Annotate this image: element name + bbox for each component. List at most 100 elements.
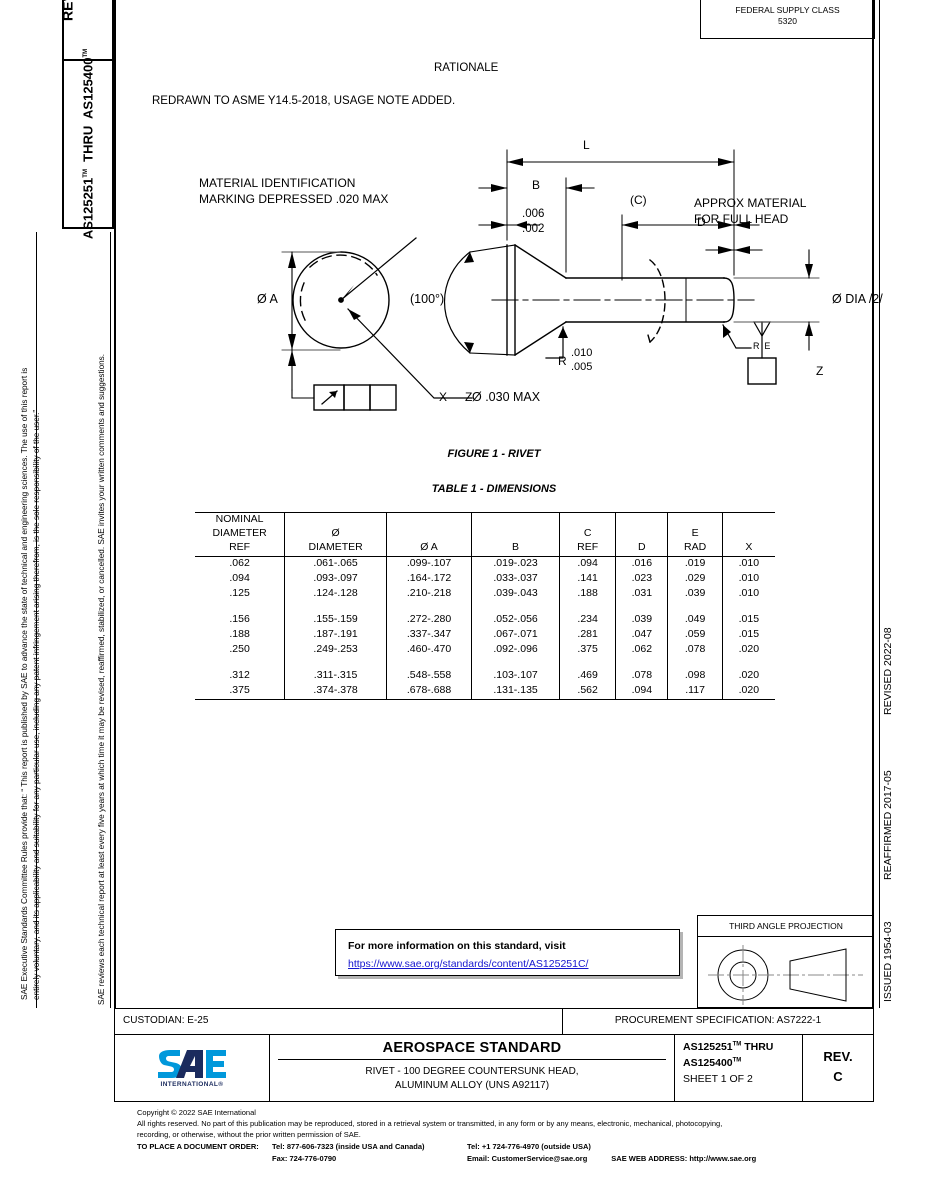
table-cell: .164-.172 [386, 571, 473, 587]
table-cell: .039 [615, 612, 669, 628]
table-cell: .010 [721, 571, 775, 587]
title-desc-line1: RIVET - 100 DEGREE COUNTERSUNK HEAD, [365, 1066, 579, 1077]
fcf-datum-x-cell [343, 384, 371, 411]
label-radius: R [558, 354, 567, 368]
col-diameter-l2: Ø [331, 526, 340, 539]
table-cell: .020 [721, 683, 775, 700]
footer-spacer [137, 1154, 272, 1165]
label-B: B [532, 178, 541, 192]
table-row-spacer [195, 657, 775, 669]
label-L: L [583, 138, 590, 152]
sheet-number: SHEET 1 OF 2 [683, 1072, 753, 1085]
table-cell: .141 [559, 571, 617, 587]
col-d-l2 [616, 527, 667, 541]
rationale-title: RATIONALE [434, 62, 499, 74]
table-cell: .249-.253 [284, 642, 388, 658]
table-cell: .250 [195, 642, 286, 658]
col-dia-a-l1 [387, 513, 471, 527]
title-block-rev: REV. C [803, 1035, 873, 1113]
table-row-spacer [195, 601, 775, 613]
table-cell: .039-.043 [471, 586, 561, 602]
title-block-description: AEROSPACE STANDARD RIVET - 100 DEGREE CO… [270, 1035, 675, 1101]
footer-tel-us: Tel: 877-606-7323 (inside USA and Canada… [272, 1141, 425, 1151]
label-dia-dia: Ø DIA /2/ [832, 292, 883, 306]
table-cell: .272-.280 [386, 612, 473, 628]
date-revised: REVISED 2022-08 [882, 627, 894, 715]
frame-left-inner [110, 232, 111, 1008]
table-body: .062.061-.065.099-.107.019-.023.094.016.… [195, 556, 775, 700]
dimensions-table: NOMINAL DIAMETER REF Ø DIAMETER Ø A [195, 512, 775, 700]
table-row: .375.374-.378.678-.688.131-.135.562.094.… [195, 683, 775, 700]
tm-mark-3: TM [732, 1041, 742, 1048]
rationale-text: REDRAWN TO ASME Y14.5-2018, USAGE NOTE A… [152, 95, 456, 107]
table-cell: .049 [667, 612, 723, 628]
footer-order-row2: Fax: 724-776-0790 Email: CustomerService… [137, 1154, 882, 1165]
table-row: .125.124-.128.210-.218.039-.043.188.031.… [195, 586, 775, 602]
date-issued: ISSUED 1954-03 [882, 921, 894, 1002]
footer-fax: Fax: 724-776-0790 [272, 1153, 337, 1163]
footer-rights-line1: All rights reserved. No part of this pub… [137, 1118, 723, 1128]
note-material-line1: MATERIAL IDENTIFICATION [199, 176, 356, 190]
col-e-l2: E [691, 526, 699, 539]
table-cell: .029 [667, 571, 723, 587]
sae-logo-icon [158, 1049, 226, 1078]
col-diameter: Ø DIAMETER [284, 512, 388, 557]
table-cell: .094 [615, 683, 669, 700]
rivet-drawing-svg [281, 149, 820, 411]
table-cell: .374-.378 [284, 683, 388, 700]
frame-left-outer [36, 232, 37, 1008]
info-line1: For more information on this standard, v… [348, 940, 566, 952]
col-e-l1 [668, 513, 721, 527]
frame-right-inner [879, 0, 880, 1008]
custodian-row: CUSTODIAN: E-25 PROCUREMENT SPECIFICATIO… [114, 1008, 874, 1035]
projection-symbol-svg [708, 945, 863, 1005]
col-nominal-l2: DIAMETER [212, 526, 267, 539]
sae-logo-subtitle: INTERNATIONAL® [160, 1080, 224, 1088]
label-approx-line2: FOR FULL HEAD [694, 212, 789, 226]
col-c: C REF [559, 512, 617, 557]
table-cell: .094 [195, 571, 286, 587]
federal-supply-class-box: FEDERAL SUPPLY CLASS 5320 [700, 0, 875, 39]
table-cell: .375 [559, 642, 617, 658]
label-angle: (100°) [410, 292, 445, 306]
col-x-l3: X [745, 540, 753, 553]
col-nominal-l3: REF [229, 540, 251, 553]
table-cell: .062 [195, 556, 286, 572]
standard-link[interactable]: https://www.sae.org/standards/content/AS… [348, 958, 589, 970]
table-cell: .098 [667, 668, 723, 684]
table-cell: .033-.037 [471, 571, 561, 587]
doc-number-end: AS125400 [683, 1056, 733, 1069]
table-header: NOMINAL DIAMETER REF Ø DIAMETER Ø A [195, 512, 775, 557]
col-b-l1 [472, 513, 559, 527]
page-frame [114, 0, 874, 1008]
figure-caption: FIGURE 1 - RIVET [447, 448, 541, 460]
projection-cone-view [789, 948, 847, 1002]
table-cell: .156 [195, 612, 286, 628]
label-approx-line1: APPROX MATERIAL [694, 196, 807, 210]
table-cell: .337-.347 [386, 627, 473, 643]
col-d-l3: D [638, 540, 646, 553]
table-cell: .188 [559, 586, 617, 602]
title-rev-label: REV. [823, 1049, 853, 1064]
col-dia-a: Ø A [386, 512, 473, 557]
table-cell: .067-.071 [471, 627, 561, 643]
title-block: INTERNATIONAL® AEROSPACE STANDARD RIVET … [114, 1035, 874, 1102]
table-cell: .125 [195, 586, 286, 602]
table-cell: .678-.688 [386, 683, 473, 700]
col-x-l1 [723, 513, 775, 527]
col-e: E RAD [667, 512, 723, 557]
table-cell: .059 [667, 627, 723, 643]
table-cell: .023 [615, 571, 669, 587]
footer-tel-intl: Tel: +1 724-776-4970 (outside USA) [467, 1141, 591, 1151]
date-reaffirmed: REAFFIRMED 2017-05 [882, 770, 894, 880]
col-nominal-l1: NOMINAL [215, 513, 264, 525]
table-cell: .103-.107 [471, 668, 561, 684]
table-row: .062.061-.065.099-.107.019-.023.094.016.… [195, 556, 775, 572]
third-angle-projection-box: THIRD ANGLE PROJECTION [697, 915, 874, 1008]
col-d: D [615, 512, 669, 557]
sidebar-legal-line1: SAE Executive Standards Committee Rules … [20, 367, 29, 1000]
label-re: R E [753, 341, 772, 351]
angle-arc [443, 251, 471, 354]
label-tolerance-upper: .006 [522, 208, 545, 220]
